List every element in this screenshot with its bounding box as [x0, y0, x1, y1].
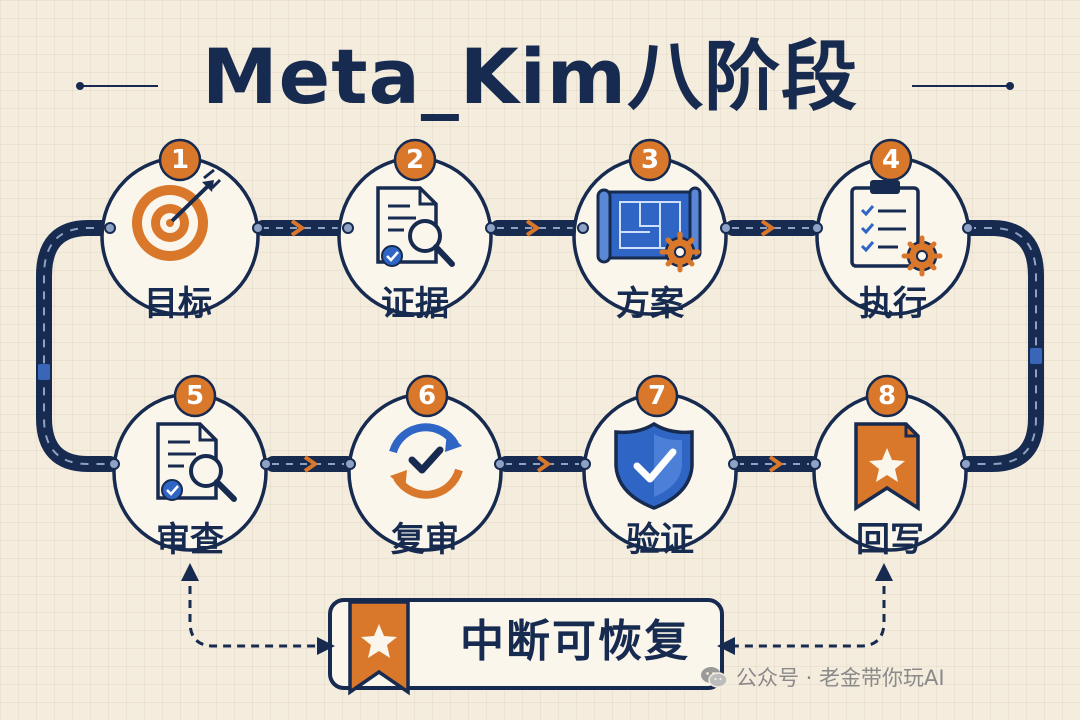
connector-2-3 — [490, 219, 585, 237]
stage-8-badge — [865, 374, 909, 418]
stage-8-label: 回写 — [856, 520, 924, 560]
badges — [158, 138, 913, 418]
resume-label: 中断可恢复 — [460, 616, 690, 667]
target-arrow-icon — [132, 168, 222, 261]
title-decoration-right — [912, 82, 1014, 90]
refresh-check-icon — [389, 423, 463, 499]
connector-7-8 — [730, 455, 820, 473]
watermark: 公众号 · 老金带你玩AI — [700, 662, 1070, 692]
stage-3-number: 3 — [640, 145, 660, 175]
shield-check-icon — [614, 421, 694, 510]
stage-3-badge — [628, 138, 672, 182]
document-search-icon — [376, 186, 455, 267]
wechat-icon — [700, 665, 728, 689]
stage-6-label: 复审 — [391, 520, 459, 560]
stage-1-badge — [158, 138, 202, 182]
stage-5-number: 5 — [185, 381, 205, 411]
connector-1-2 — [255, 219, 350, 237]
stage-7-badge — [635, 374, 679, 418]
stage-2-badge — [393, 138, 437, 182]
connector-6-7 — [498, 455, 588, 473]
stage-7-number: 7 — [647, 381, 667, 411]
title-decoration-left — [76, 82, 158, 90]
document-search-icon-review — [156, 422, 237, 502]
stage-8-number: 8 — [877, 381, 897, 411]
stage-4-label: 执行 — [859, 284, 927, 324]
watermark-text: 公众号 · 老金带你玩AI — [736, 666, 945, 690]
stage-1-number: 1 — [170, 145, 190, 175]
connector-5-6 — [265, 455, 355, 473]
resume-box — [328, 598, 724, 696]
bookmark-star-icon — [854, 422, 920, 512]
stage-6-number: 6 — [417, 381, 437, 411]
stage-5-badge — [173, 374, 217, 418]
page-title: Meta_Kim八阶段 — [202, 32, 858, 121]
stage-6-badge — [405, 374, 449, 418]
stage-3-label: 方案 — [616, 284, 684, 324]
stage-7-label: 验证 — [626, 520, 694, 560]
loop-track — [36, 220, 1044, 472]
stage-4-number: 4 — [881, 145, 901, 175]
resume-arrows — [181, 563, 893, 655]
stage-circles — [100, 156, 971, 552]
stage-1-label: 目标 — [144, 284, 212, 324]
stage-5-label: 审查 — [156, 520, 224, 560]
stage-2-label: 证据 — [381, 284, 449, 324]
clipboard-checklist-gear-icon — [850, 180, 943, 277]
track-joints — [104, 222, 974, 470]
blueprint-gear-icon — [596, 186, 702, 273]
connector-3-4 — [725, 219, 820, 237]
stage-2-number: 2 — [405, 145, 425, 175]
